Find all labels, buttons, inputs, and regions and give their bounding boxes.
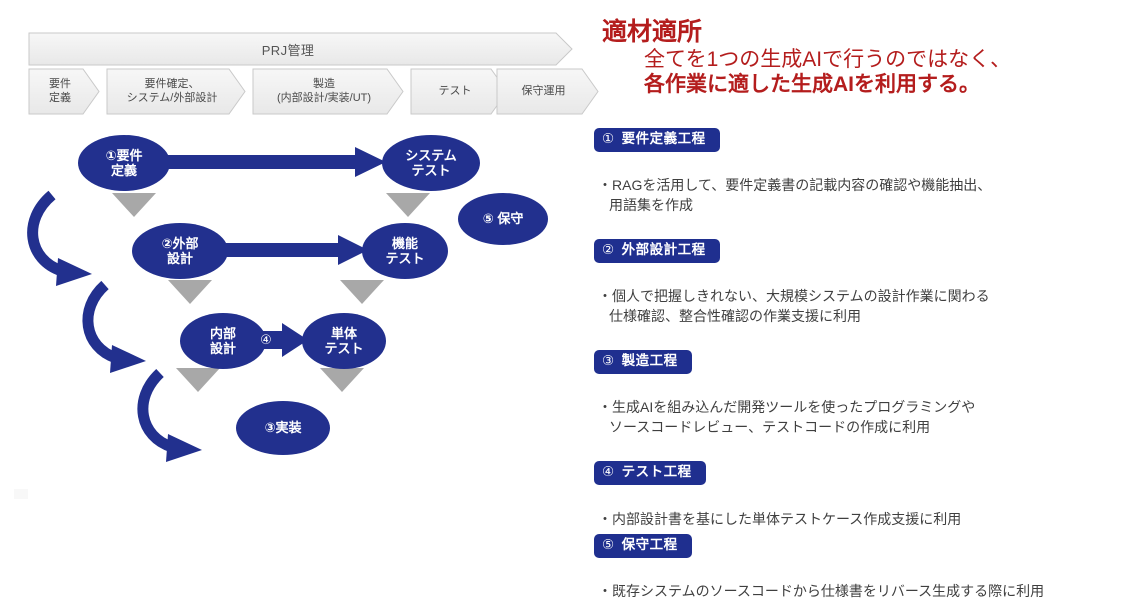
section-4-bullet: ・内部設計書を基にした単体テストケース作成支援に利用 [598,490,1140,529]
vmodel-node-maintenance[interactable]: ⑤ 保守 [458,193,548,245]
phase-chevron-1-label: 要件 定義 [49,77,71,104]
corner-watermark [14,489,28,499]
section-5-title: 保守工程 [621,536,678,552]
section-1-bullet-line-2: 用語集を作成 [609,196,693,213]
prj-banner-shape [28,32,573,66]
vmodel-node-maintenance-label: ⑤ 保守 [482,211,524,227]
headline-block: 適材適所 全てを1つの生成AIで行うのではなく、 各作業に適した生成AIを利用す… [602,18,1140,98]
section-5-badge[interactable]: ⑤ 保守工程 [594,533,692,558]
chevron-shape [496,68,599,115]
curved-arrow-group [27,190,175,453]
vmodel-node-unit-test-label: 単体 テスト [324,325,364,356]
phase-chevron-1[interactable]: 要件 定義 [28,68,100,115]
vmodel-node-system-test-label: システム テスト [405,147,457,178]
section-1: ① 要件定義工程 ・RAGを活用して、要件定義書の記載内容の確認や機能抽出、 用語… [594,128,1140,234]
section-4: ④ テスト工程 ・内部設計書を基にした単体テストケース作成支援に利用 [594,461,1140,529]
section-3-title: 製造工程 [621,353,678,369]
section-2-bullet: ・個人で把握しきれない、大規模システムの設計作業に関わる 仕様確認、整合性確認の… [598,268,1140,345]
phase-chevron-4[interactable]: テスト [410,68,508,115]
vmodel-node-implement[interactable]: ③実装 [236,401,330,455]
section-5-bullet: ・既存システムのソースコードから仕様書をリバース生成する際に利用 [598,563,1140,602]
section-1-badge[interactable]: ① 要件定義工程 [594,128,720,152]
section-2-badge[interactable]: ② 外部設計工程 [594,239,720,263]
vmodel-node-func-test[interactable]: 機能 テスト [362,223,448,279]
section-1-number: ① [602,131,615,146]
chevron-shape [28,68,100,115]
phase-chevron-5-label: 保守運用 [521,84,566,97]
section-1-bullet: ・RAGを活用して、要件定義書の記載内容の確認や機能抽出、 用語集を作成 [598,157,1140,234]
section-1-title: 要件定義工程 [621,131,706,146]
section-2-bullet-line-1: ・個人で把握しきれない、大規模システムの設計作業に関わる [598,288,990,305]
vmodel-arrow4-label: ④ [260,332,272,347]
phase-chevron-2[interactable]: 要件確定、 システム/外部設計 [106,68,246,115]
section-2-title: 外部設計工程 [621,242,706,258]
vmodel-node-system-test[interactable]: システム テスト [382,135,480,191]
section-3-badge[interactable]: ③ 製造工程 [594,350,692,375]
vmodel-node-func-test-label: 機能 テスト [385,235,425,266]
left-diagram-panel: PRJ管理 要件 定義 要件確定、 システム [0,0,599,515]
section-3-bullet-line-1: ・生成AIを組み込んだ開発ツールを使ったプログラミングや [598,399,976,416]
phase-chevron-4-label: テスト [438,84,472,97]
vmodel-node-ext-design[interactable]: ②外部 設計 [132,223,228,279]
right-text-panel: 適材適所 全てを1つの生成AIで行うのではなく、 各作業に適した生成AIを利用す… [588,0,1140,599]
vmodel-node-req-def[interactable]: ①要件 定義 [78,135,170,191]
prj-banner-label: PRJ管理 [261,42,315,58]
v-model-diagram: ①要件 定義 システム テスト ②外部 設計 機能 テスト [0,125,585,495]
headline-line-3: 各作業に適した生成AIを利用する。 [644,73,980,97]
vmodel-node-req-def-label: ①要件 定義 [105,147,143,178]
section-4-bullet-line-1: ・内部設計書を基にした単体テストケース作成支援に利用 [598,510,962,527]
section-4-number: ④ [602,464,615,480]
section-5: ⑤ 保守工程 ・既存システムのソースコードから仕様書をリバース生成する際に利用 [594,533,1140,602]
vmodel-node-unit-test[interactable]: 単体 テスト [302,313,386,369]
section-4-badge[interactable]: ④ テスト工程 [594,461,706,486]
vmodel-node-ext-design-label: ②外部 設計 [161,235,199,266]
headline-line-1: 適材適所 [602,18,703,46]
section-2: ② 外部設計工程 ・個人で把握しきれない、大規模システムの設計作業に関わる 仕様確… [594,239,1140,345]
phase-chevron-3-label: 製造 (内部設計/実装/UT) [276,77,372,104]
section-2-bullet-line-2: 仕様確認、整合性確認の作業支援に利用 [609,307,861,324]
chevron-shape [106,68,246,115]
section-3-bullet: ・生成AIを組み込んだ開発ツールを使ったプログラミングや ソースコードレビュー、… [598,379,1140,456]
phase-chevron-3[interactable]: 製造 (内部設計/実装/UT) [252,68,404,115]
section-3: ③ 製造工程 ・生成AIを組み込んだ開発ツールを使ったプログラミングや ソースコー… [594,350,1140,456]
vmodel-node-int-design[interactable]: 内部 設計 [180,313,266,369]
phase-chevron-5[interactable]: 保守運用 [496,68,599,115]
section-3-bullet-line-2: ソースコードレビュー、テストコードの作成に利用 [609,418,931,435]
vmodel-node-implement-label: ③実装 [264,420,302,436]
section-4-title: テスト工程 [621,464,692,480]
section-5-bullet-line-1: ・既存システムのソースコードから仕様書をリバース生成する際に利用 [598,583,1045,600]
section-1-bullet-line-1: ・RAGを活用して、要件定義書の記載内容の確認や機能抽出、 [598,177,992,194]
verification-triangle-group [112,193,430,392]
curved-arrow-heads [56,258,202,462]
chevron-shape [252,68,404,115]
prj-management-banner: PRJ管理 [28,32,573,66]
section-3-number: ③ [602,353,615,369]
section-list: ① 要件定義工程 ・RAGを活用して、要件定義書の記載内容の確認や機能抽出、 用語… [594,128,1140,606]
section-2-number: ② [602,242,615,258]
phase-chevron-2-label: 要件確定、 システム/外部設計 [126,77,218,104]
vmodel-node-int-design-label: 内部 設計 [209,325,236,356]
headline-line-2: 全てを1つの生成AIで行うのではなく、 [644,47,1012,71]
section-5-number: ⑤ [602,536,615,552]
